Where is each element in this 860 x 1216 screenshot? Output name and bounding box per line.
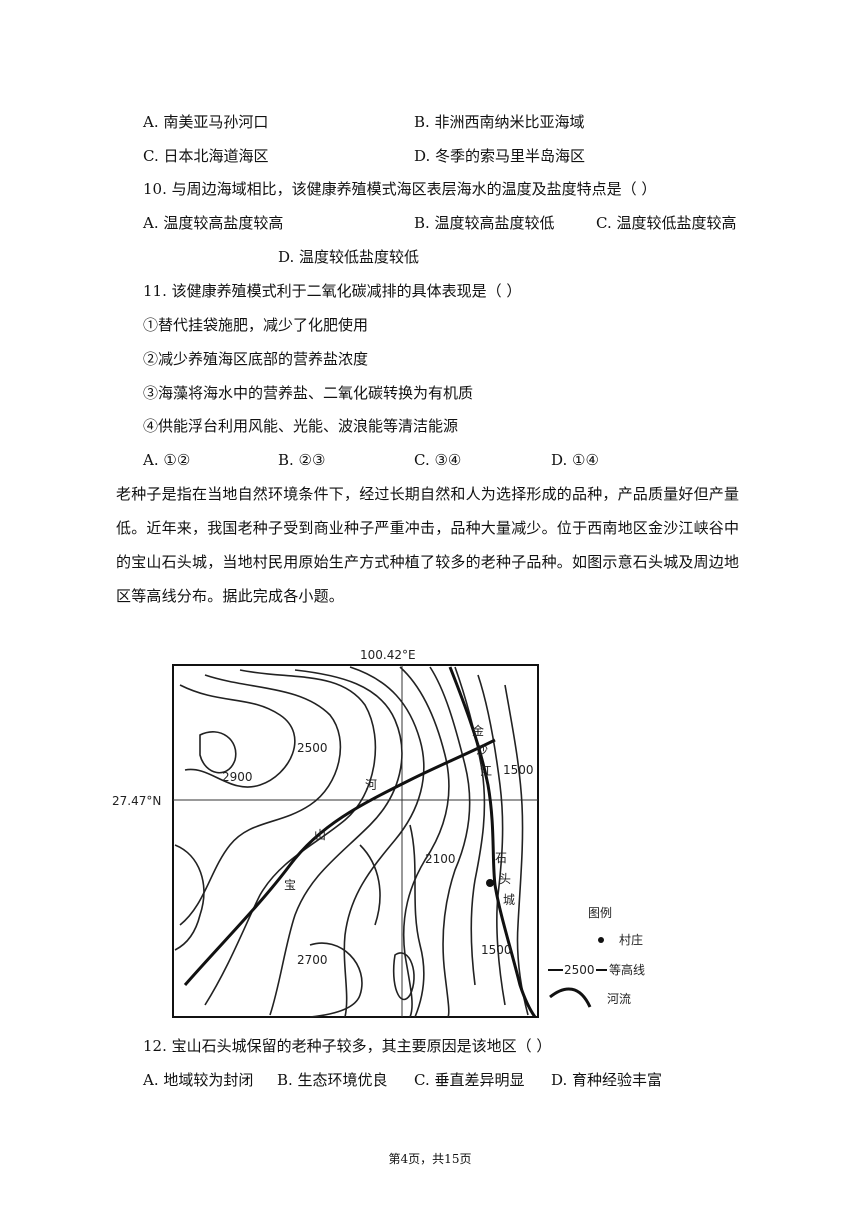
q10-option-c: C. 温度较低盐度较高 (596, 214, 737, 232)
q9-option-c: C. 日本北海道海区 (143, 147, 269, 165)
q11-option-a: A. ①② (143, 451, 191, 469)
q11-option-c: C. ③④ (414, 451, 462, 469)
q11-statement-4: ④供能浮台利用风能、光能、波浪能等清洁能源 (143, 417, 459, 435)
q11-stem: 11. 该健康养殖模式利于二氧化碳减排的具体表现是（ ） (143, 282, 522, 300)
legend-title: 图例 (588, 906, 612, 920)
town-name-char: 头 (499, 872, 511, 886)
baoshan-river-char: 山 (314, 828, 326, 842)
contour-label: 2500 (297, 741, 328, 755)
q11-statement-2: ②减少养殖海区底部的营养盐浓度 (143, 350, 369, 368)
village-marker (486, 879, 494, 887)
q10-option-d: D. 温度较低盐度较低 (278, 248, 420, 266)
longitude-label: 100.42°E (360, 648, 416, 662)
legend-river-label: 河流 (607, 992, 631, 1006)
contour-label: 2700 (297, 953, 328, 967)
baoshan-river-char: 河 (365, 778, 377, 792)
q11-option-b: B. ②③ (278, 451, 326, 469)
contour-label: 2100 (425, 852, 456, 866)
contour-label: 1500 (503, 763, 534, 777)
river-name-char: 沙 (476, 743, 488, 757)
q10-stem: 10. 与周边海域相比，该健康养殖模式海区表层海水的温度及盐度特点是（ ） (143, 180, 657, 198)
legend-village-symbol (598, 937, 604, 943)
q11-statement-1: ①替代挂袋施肥，减少了化肥使用 (143, 316, 369, 334)
river-name-char: 江 (480, 764, 492, 778)
q12-option-b: B. 生态环境优良 (277, 1071, 388, 1089)
contour-map: 100.42°E 27.47°N 2500 2900 1500 2100 150… (110, 645, 690, 1025)
q12-option-c: C. 垂直差异明显 (414, 1071, 525, 1089)
map-legend: 图例 村庄 2500 等高线 河流 (548, 906, 645, 1008)
q12-option-d: D. 育种经验丰富 (551, 1071, 663, 1089)
contour-label: 2900 (222, 770, 253, 784)
q9-option-b: B. 非洲西南纳米比亚海域 (414, 113, 585, 131)
map-frame (172, 664, 539, 1018)
q9-option-d: D. 冬季的索马里半岛海区 (414, 147, 586, 165)
baoshan-river (183, 738, 496, 986)
q12-stem: 12. 宝山石头城保留的老种子较多，其主要原因是该地区（ ） (143, 1037, 552, 1055)
legend-contour-label: 等高线 (609, 962, 645, 977)
page-footer: 第4页，共15页 (388, 1152, 472, 1166)
q11-option-d: D. ①④ (551, 451, 599, 469)
passage-text: 老种子是指在当地自然环境条件下，经过长期自然和人为选择形成的品种，产品质量好但产… (116, 485, 740, 605)
q10-option-a: A. 温度较高盐度较高 (143, 214, 284, 232)
baoshan-river-char: 宝 (284, 878, 296, 892)
q12-option-a: A. 地域较为封闭 (143, 1071, 254, 1089)
river-lines (183, 666, 537, 1018)
town-name-char: 城 (503, 893, 515, 907)
contour-lines (174, 666, 529, 1018)
contour-label: 1500 (481, 943, 512, 957)
town-name-char: 石 (495, 851, 507, 865)
q10-option-b: B. 温度较高盐度较低 (414, 214, 555, 232)
river-name-char: 金 (472, 723, 484, 738)
legend-river-symbol (549, 987, 592, 1008)
jinsha-river (448, 666, 537, 1018)
q9-option-a: A. 南美亚马孙河口 (143, 113, 269, 131)
q11-statement-3: ③海藻将海水中的营养盐、二氧化碳转换为有机质 (143, 384, 474, 402)
latitude-label: 27.47°N (112, 794, 161, 808)
legend-contour-value: 2500 (564, 963, 595, 977)
legend-village-label: 村庄 (619, 932, 643, 947)
